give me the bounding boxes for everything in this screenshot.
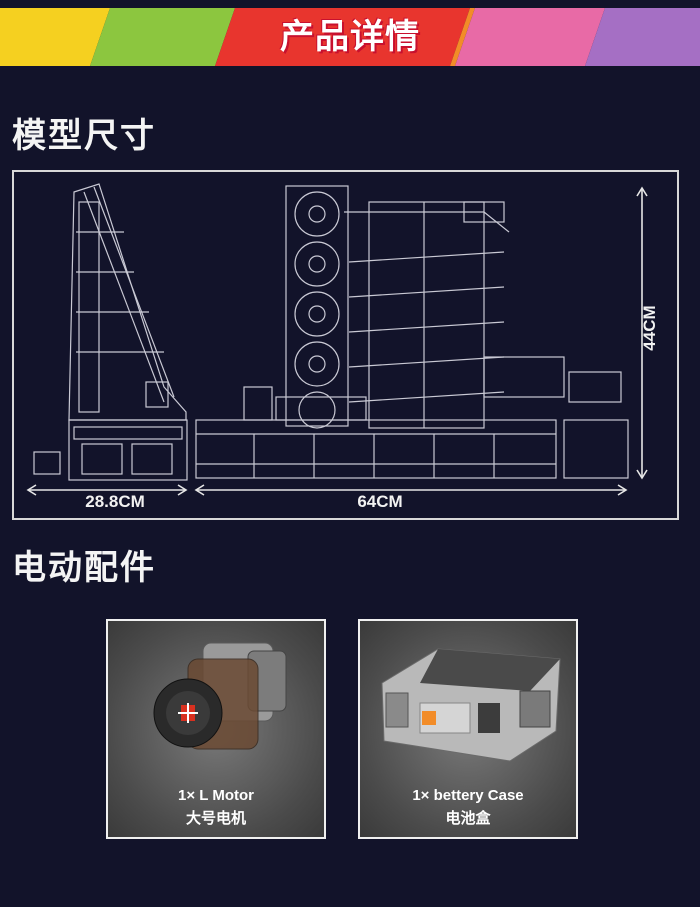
base-drawing xyxy=(195,386,557,479)
rack-drawing xyxy=(344,201,629,479)
dimension-arrows xyxy=(26,186,648,496)
wheel-tower-drawing xyxy=(285,185,349,429)
parts-section-title: 电动配件 xyxy=(12,548,156,588)
motor-label-cn: 大号电机 xyxy=(185,810,246,827)
height-label: 44CM xyxy=(640,305,659,351)
left-tower-drawing xyxy=(33,183,188,481)
rainbow-stripes xyxy=(0,8,700,66)
dimension-diagram xyxy=(12,170,679,520)
model-line-drawing xyxy=(26,183,648,496)
motor-card: 1× L Motor 大号电机 xyxy=(106,619,326,839)
width-right-label: 64CM xyxy=(357,492,403,511)
dimensions-section-title: 模型尺寸 xyxy=(12,116,156,156)
battery-label-cn: 电池盒 xyxy=(445,810,491,827)
battery-case-icon xyxy=(381,648,561,762)
banner-title: 产品详情 xyxy=(280,17,420,57)
width-left-label: 28.8CM xyxy=(85,492,145,511)
battery-case-card: 1× bettery Case 电池盒 xyxy=(358,619,578,839)
motor-icon xyxy=(153,642,287,750)
battery-label-en: 1× bettery Case xyxy=(412,787,524,804)
motor-label-en: 1× L Motor xyxy=(178,787,254,804)
header-banner xyxy=(0,8,700,66)
